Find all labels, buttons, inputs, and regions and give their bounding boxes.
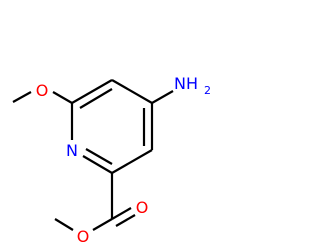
bond-carbonyl-c-ester-o — [92, 218, 113, 231]
atom-label-methoxy-o: O — [36, 81, 49, 100]
bond-c4-amine — [151, 90, 174, 104]
atom-label-amine: NH — [174, 74, 198, 93]
bond-carbonyl-c-carbonyl-o — [111, 207, 132, 220]
bond-carbonyl-c-carbonyl-o-second — [115, 214, 136, 227]
bond-methyl-methoxy-o — [12, 91, 32, 103]
bond-c3-c2 — [111, 149, 153, 174]
bond-c6-c5 — [71, 79, 113, 104]
atom-label-ester-o: O — [77, 227, 90, 246]
bond-methoxy-o-c6 — [52, 91, 73, 104]
molecule-structure: O N NH 2 O O — [12, 74, 211, 246]
bond-ester-o-methyl — [54, 218, 74, 231]
bond-c2-n1 — [82, 155, 113, 174]
atom-label-ring-n: N — [66, 141, 78, 160]
atom-label-carbonyl-o: O — [136, 198, 149, 217]
bond-c5-c4 — [111, 79, 153, 104]
bond-c2-n1-inner — [85, 148, 113, 165]
bond-c6-c5-inner — [79, 88, 113, 109]
atom-label-amine-subscript: 2 — [204, 84, 211, 97]
